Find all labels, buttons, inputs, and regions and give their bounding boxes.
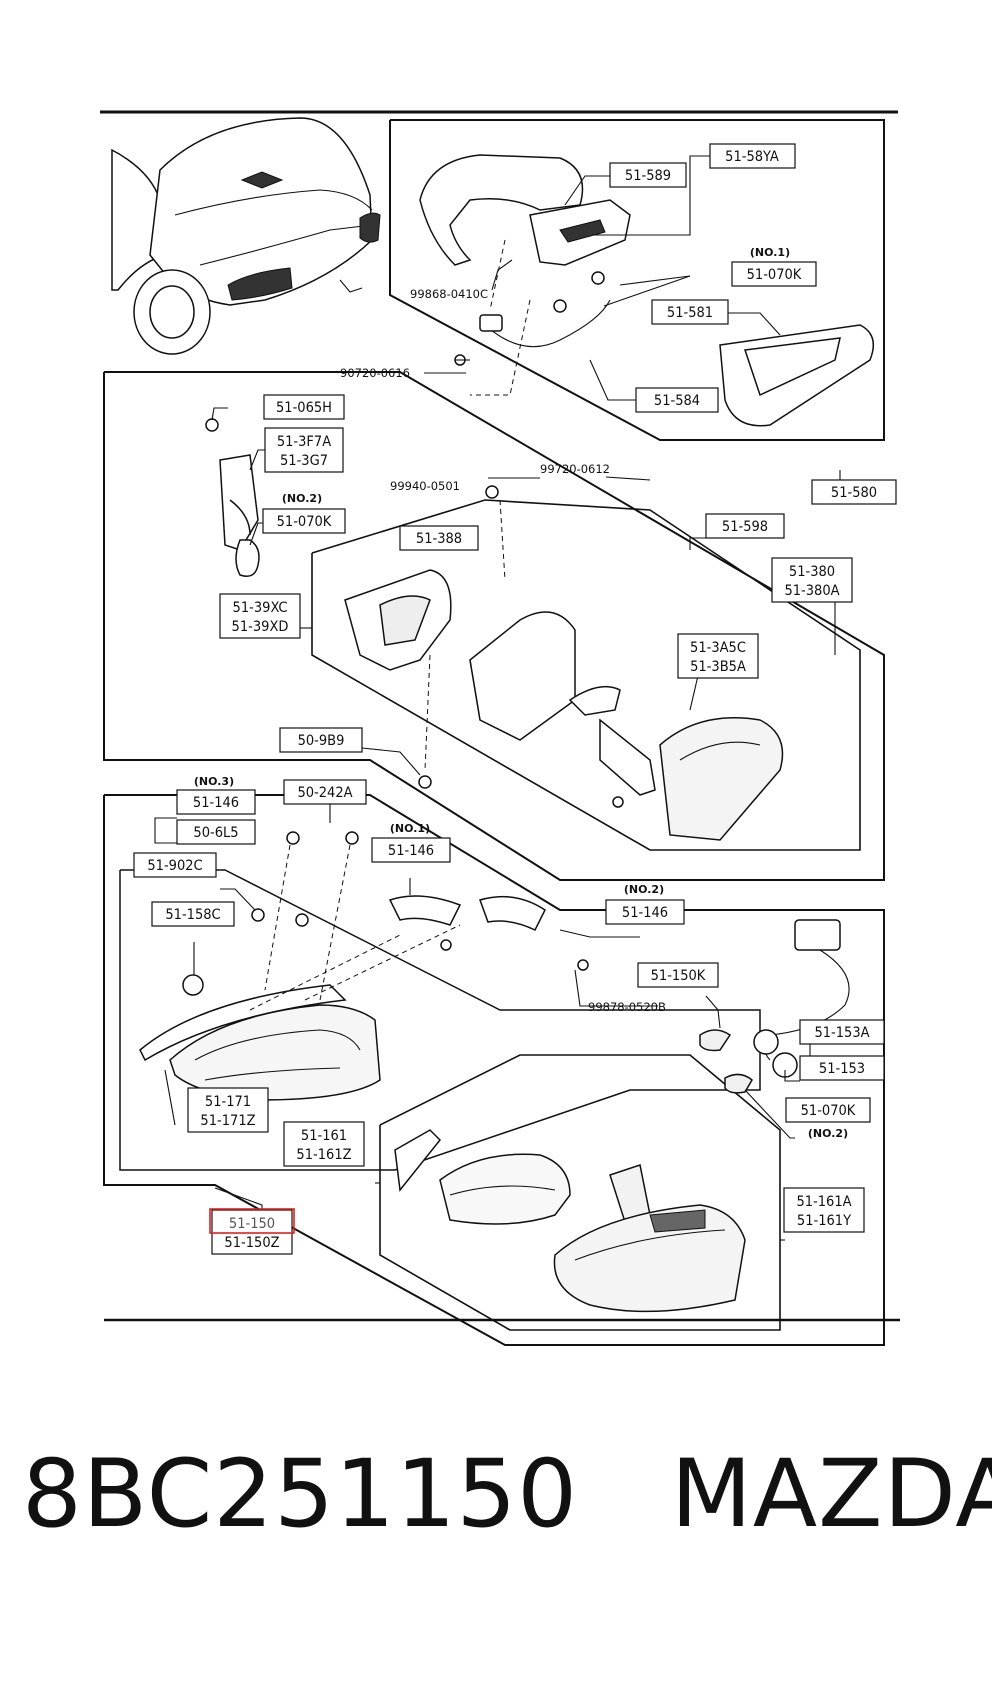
label-51-070k-b: 51-070K	[277, 514, 332, 530]
label-boxes: 51-58YA 51-589 (NO.1) 51-070K 99868-0410…	[133, 143, 897, 1255]
frame-lens	[379, 1054, 781, 1331]
note-no2-c: (NO.2)	[808, 1127, 848, 1140]
label-51-388: 51-388	[416, 531, 462, 547]
note-no1-a: (NO.1)	[750, 246, 790, 259]
label-51-146-b: 51-146	[388, 843, 434, 859]
label-99940-0501: 99940-0501	[390, 479, 460, 493]
car-illustration	[111, 117, 381, 355]
label-51-161z: 51-161Z	[296, 1147, 351, 1163]
label-51-3f7a: 51-3F7A	[277, 434, 331, 450]
label-51-146-c: 51-146	[622, 905, 668, 921]
frame-mid-inner	[311, 499, 861, 851]
label-51-171z: 51-171Z	[200, 1113, 255, 1129]
brand-name: MAZDA	[670, 1440, 992, 1549]
label-51-39xd: 51-39XD	[232, 619, 289, 635]
label-51-3g7: 51-3G7	[280, 453, 328, 469]
part-number: 8BC251150	[22, 1440, 579, 1549]
label-51-153: 51-153	[819, 1061, 865, 1077]
frame-bottom	[103, 794, 885, 1346]
note-no3: (NO.3)	[194, 775, 234, 788]
label-51-380: 51-380	[789, 564, 835, 580]
label-51-065h: 51-065H	[276, 400, 332, 416]
frame-bottom-inner	[119, 869, 761, 1171]
label-51-589: 51-589	[625, 168, 671, 184]
label-51-153a: 51-153A	[814, 1025, 869, 1041]
label-50-9b9: 50-9B9	[298, 733, 345, 749]
label-51-598: 51-598	[722, 519, 768, 535]
label-90720-0616: 90720-0616	[340, 366, 410, 380]
label-51-070k-c: 51-070K	[801, 1103, 856, 1119]
label-51-150z: 51-150Z	[224, 1235, 279, 1251]
label-99868-0410c: 99868-0410C	[410, 287, 488, 301]
label-99878-0520b: 99878-0520B	[588, 1000, 666, 1014]
label-51-39xc: 51-39XC	[233, 600, 288, 616]
label-50-6l5: 50-6L5	[193, 825, 238, 841]
label-51-380a: 51-380A	[784, 583, 839, 599]
label-99720-0612: 99720-0612	[540, 462, 610, 476]
label-51-581: 51-581	[667, 305, 713, 321]
label-51-161: 51-161	[301, 1128, 347, 1144]
label-51-902c: 51-902C	[147, 858, 202, 874]
frame-mid	[103, 371, 885, 881]
part-number-footer: 8BC251150 MAZDA	[22, 1440, 992, 1550]
note-no1-b: (NO.1)	[390, 822, 430, 835]
label-51-161y: 51-161Y	[797, 1213, 851, 1229]
label-51-150: 51-150	[229, 1216, 275, 1232]
highlight-box	[209, 1208, 295, 1234]
label-51-146-a: 51-146	[193, 795, 239, 811]
label-51-584: 51-584	[654, 393, 700, 409]
label-51-58ya: 51-58YA	[725, 149, 779, 165]
note-no2-a: (NO.2)	[282, 492, 322, 505]
label-51-070k-a: 51-070K	[747, 267, 802, 283]
label-51-3a5c: 51-3A5C	[690, 640, 746, 656]
hms-parts	[419, 154, 875, 427]
label-51-161a: 51-161A	[796, 1194, 851, 1210]
frame-hms	[389, 119, 885, 441]
label-50-242a: 50-242A	[297, 785, 352, 801]
bottom-parts	[139, 831, 850, 1313]
label-51-150k: 51-150K	[651, 968, 706, 984]
label-51-171: 51-171	[205, 1094, 251, 1110]
label-51-580: 51-580	[831, 485, 877, 501]
label-51-158c: 51-158C	[165, 907, 220, 923]
label-51-3b5a: 51-3B5A	[690, 659, 746, 675]
mid-parts	[205, 418, 784, 841]
note-no2-b: (NO.2)	[624, 883, 664, 896]
